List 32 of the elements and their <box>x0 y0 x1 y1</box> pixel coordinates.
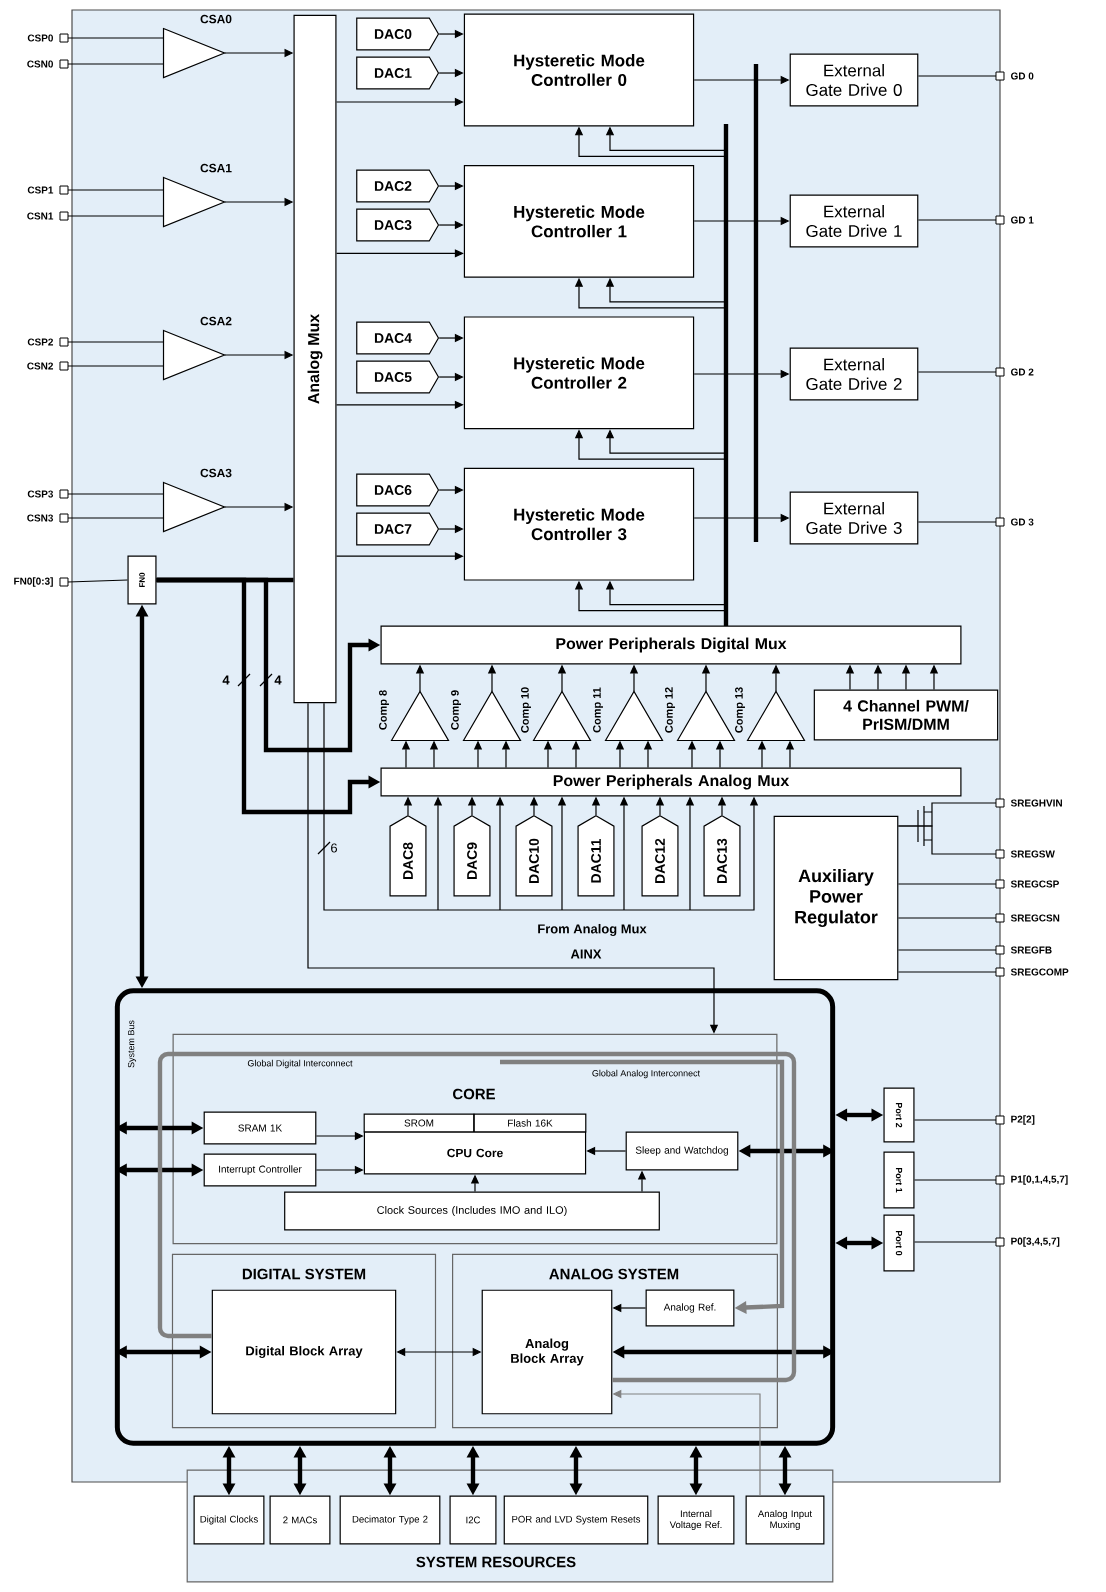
connector-line <box>67 63 165 65</box>
interconnect-line <box>157 1051 797 1383</box>
connector-line <box>67 215 165 217</box>
block: Hysteretic Mode Controller 2 <box>463 316 695 430</box>
connector-line <box>67 579 129 583</box>
connector-line <box>917 521 997 523</box>
connector-line <box>917 219 997 221</box>
block: External Gate Drive 1 <box>789 194 919 248</box>
block: Hysteretic Mode Controller 0 <box>463 13 695 127</box>
connector-line <box>917 75 997 77</box>
block: Auxiliary Power Regulator <box>773 815 899 981</box>
connector-line <box>913 1241 997 1243</box>
connector-line <box>913 1119 997 1121</box>
connector-line <box>897 917 997 919</box>
block: Hysteretic Mode Controller 1 <box>463 165 695 278</box>
interconnect-line <box>500 1059 785 1314</box>
connector-line <box>897 949 997 951</box>
connector-line <box>917 371 997 373</box>
connector-line <box>67 517 165 519</box>
connector-line <box>67 493 165 495</box>
connector-line <box>67 189 165 191</box>
block: Hysteretic Mode Controller 3 <box>463 467 695 581</box>
block: External Gate Drive 0 <box>789 53 919 107</box>
connector-line <box>897 971 997 973</box>
connector-line <box>67 37 165 39</box>
connector-line <box>897 825 997 855</box>
connector-line <box>67 365 165 367</box>
connector-line <box>913 1179 997 1181</box>
connector-line <box>897 883 997 885</box>
block: External Gate Drive 3 <box>789 491 919 545</box>
block: External Gate Drive 2 <box>789 347 919 401</box>
connector-line <box>67 341 165 343</box>
